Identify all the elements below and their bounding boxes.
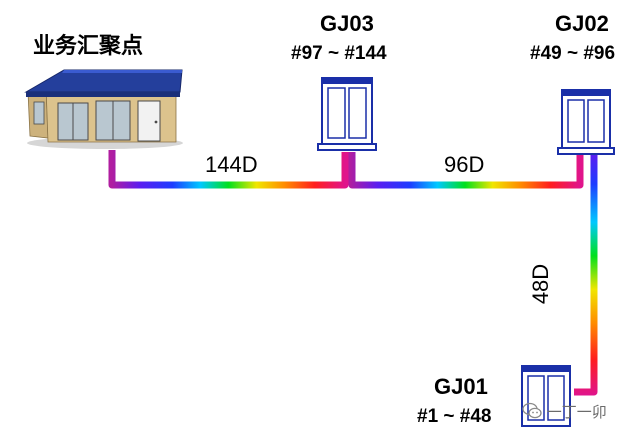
gj03-range: #97 ~ #144 (291, 43, 387, 64)
gj02-range: #49 ~ #96 (530, 43, 616, 64)
cable-96d (348, 152, 584, 189)
gj01-name: GJ01 (434, 374, 488, 399)
cable-48d-label: 48D (528, 263, 553, 305)
wechat-icon (522, 402, 542, 419)
cabinet-gj02-icon (557, 89, 615, 155)
cabinet-gj03-icon (317, 77, 377, 151)
hub-building-icon (24, 69, 183, 149)
cable-144d-label: 144D (205, 152, 258, 177)
cable-96d-label: 96D (444, 152, 485, 177)
watermark: 一丁一卯 (522, 401, 607, 422)
cable-144d (108, 150, 349, 189)
cable-48d (574, 155, 598, 396)
hub-label: 业务汇聚点 (33, 33, 144, 58)
watermark-text: 一丁一卯 (546, 403, 607, 421)
gj03-name: GJ03 (320, 11, 374, 36)
gj02-name: GJ02 (555, 11, 609, 36)
gj01-range: #1 ~ #48 (417, 406, 492, 427)
